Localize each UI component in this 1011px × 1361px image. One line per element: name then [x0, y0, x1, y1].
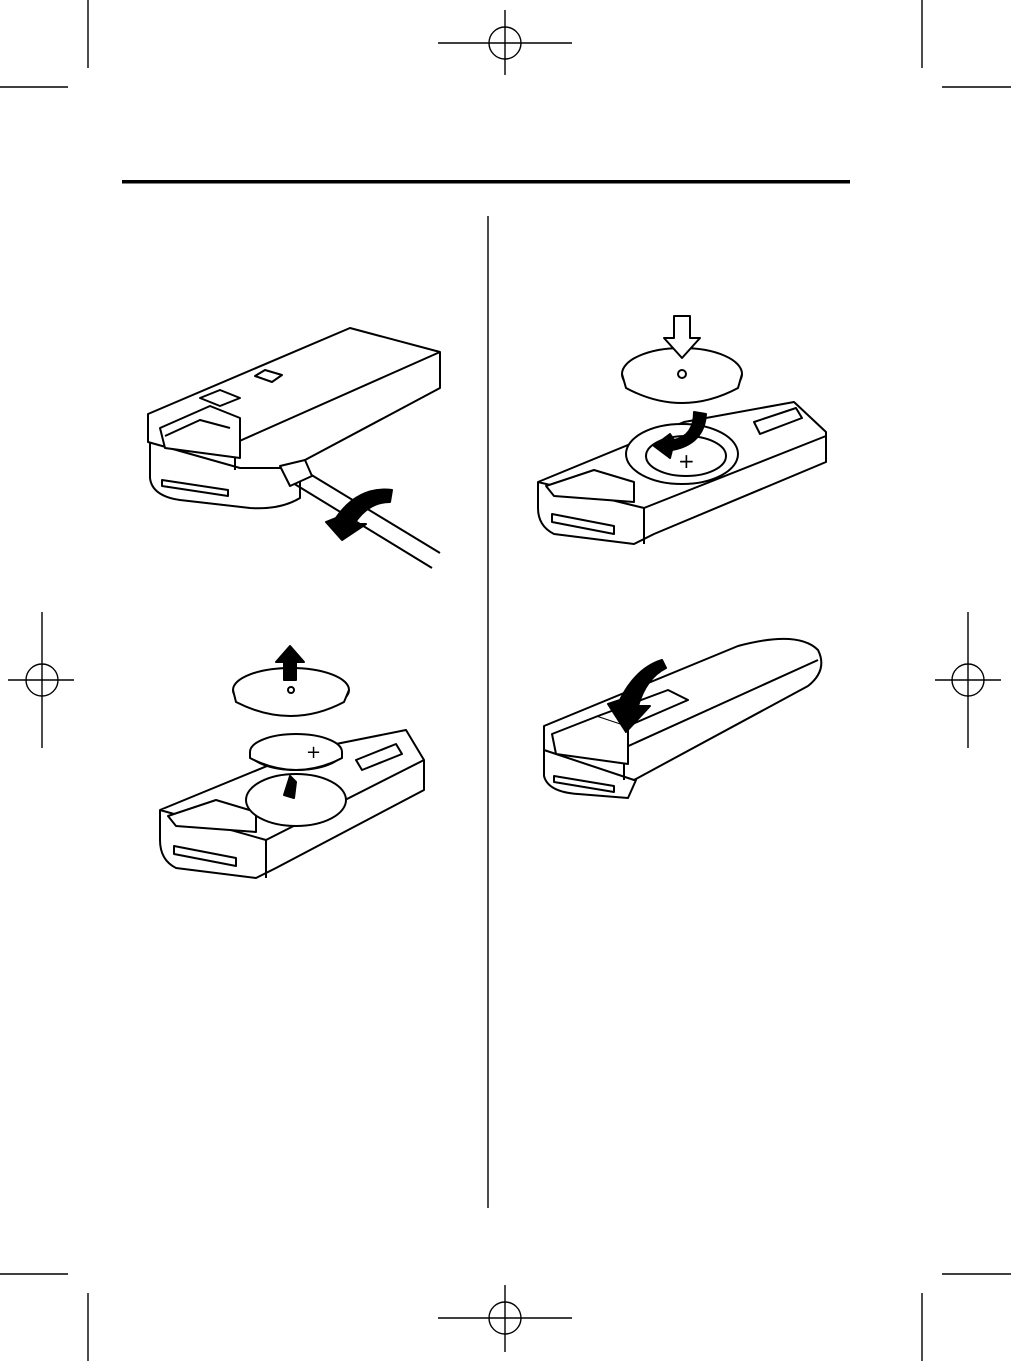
registration-mark-right: [935, 612, 1001, 748]
registration-mark-left: [8, 612, 74, 748]
battery-insertion-illustration: +: [534, 312, 832, 548]
battery-removal-illustration: +: [156, 640, 428, 890]
registration-mark-bottom: [438, 1285, 572, 1352]
registration-mark-top: [438, 10, 572, 75]
screwdriver-pry-cover-illustration: [140, 318, 450, 580]
header-rule: [122, 180, 850, 184]
battery-plus-symbol: +: [306, 742, 321, 763]
curved-arrow-icon: [326, 490, 392, 540]
cover-closing-illustration: [538, 630, 828, 802]
battery-plus-symbol: +: [678, 449, 695, 473]
